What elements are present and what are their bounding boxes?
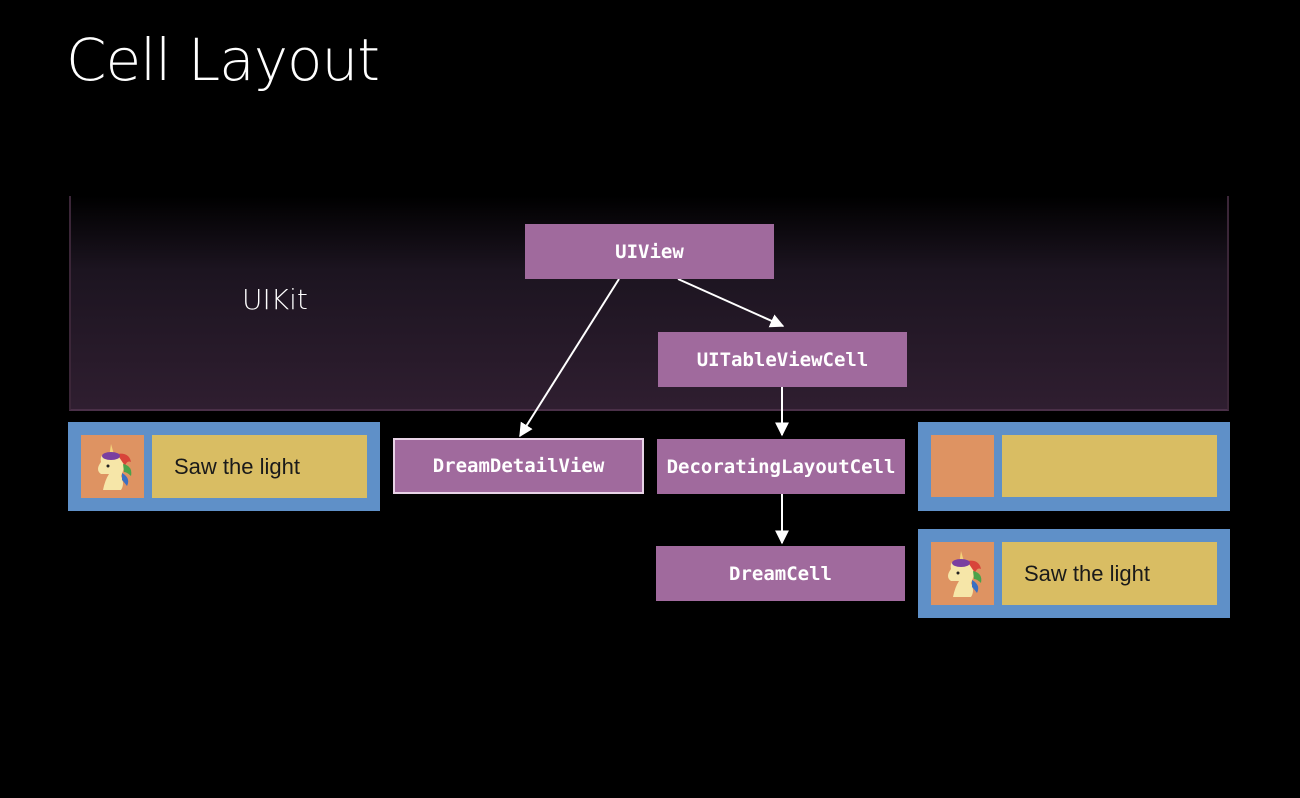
cell-right-bottom-text: Saw the light xyxy=(1002,542,1217,605)
uiview-node: UIView xyxy=(525,224,774,279)
unicorn-icon xyxy=(81,435,144,498)
cell-left-text: Saw the light xyxy=(152,435,367,498)
cell-right-top-text xyxy=(1002,435,1217,497)
unicorn-icon xyxy=(931,542,994,605)
dreamdetailview-node: DreamDetailView xyxy=(393,438,644,494)
image-placeholder xyxy=(931,435,994,497)
arrow-uiview-to-uitableviewcell xyxy=(677,278,785,328)
decoratinglayoutcell-node: DecoratingLayoutCell xyxy=(657,439,905,494)
uikit-label: UIKit xyxy=(242,283,308,316)
cell-left: Saw the light xyxy=(68,422,380,511)
uitableviewcell-node: UITableViewCell xyxy=(658,332,907,387)
cell-right-bottom: Saw the light xyxy=(918,529,1230,618)
arrow-uiview-to-dreamdetailview xyxy=(519,278,620,438)
dreamcell-node: DreamCell xyxy=(656,546,905,601)
cell-right-top xyxy=(918,422,1230,511)
slide-title: Cell Layout xyxy=(66,26,380,94)
